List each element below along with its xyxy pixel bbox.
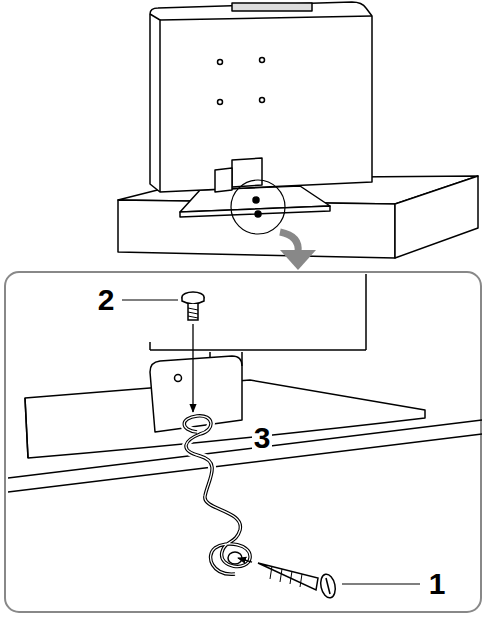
pointer-arrow-head xyxy=(280,250,316,270)
pointer-arrow xyxy=(280,232,298,252)
leader-line xyxy=(122,299,178,300)
screw-2 xyxy=(182,292,204,412)
tv-overview xyxy=(118,2,478,258)
callout-number: 1 xyxy=(427,569,448,599)
inset-detail xyxy=(8,274,482,492)
leader-line xyxy=(342,583,420,584)
callout-number: 2 xyxy=(96,285,117,315)
screw-1 xyxy=(238,558,337,599)
callout-number: 3 xyxy=(252,423,273,453)
cord-3 xyxy=(184,416,250,574)
inset-frame xyxy=(5,272,481,612)
